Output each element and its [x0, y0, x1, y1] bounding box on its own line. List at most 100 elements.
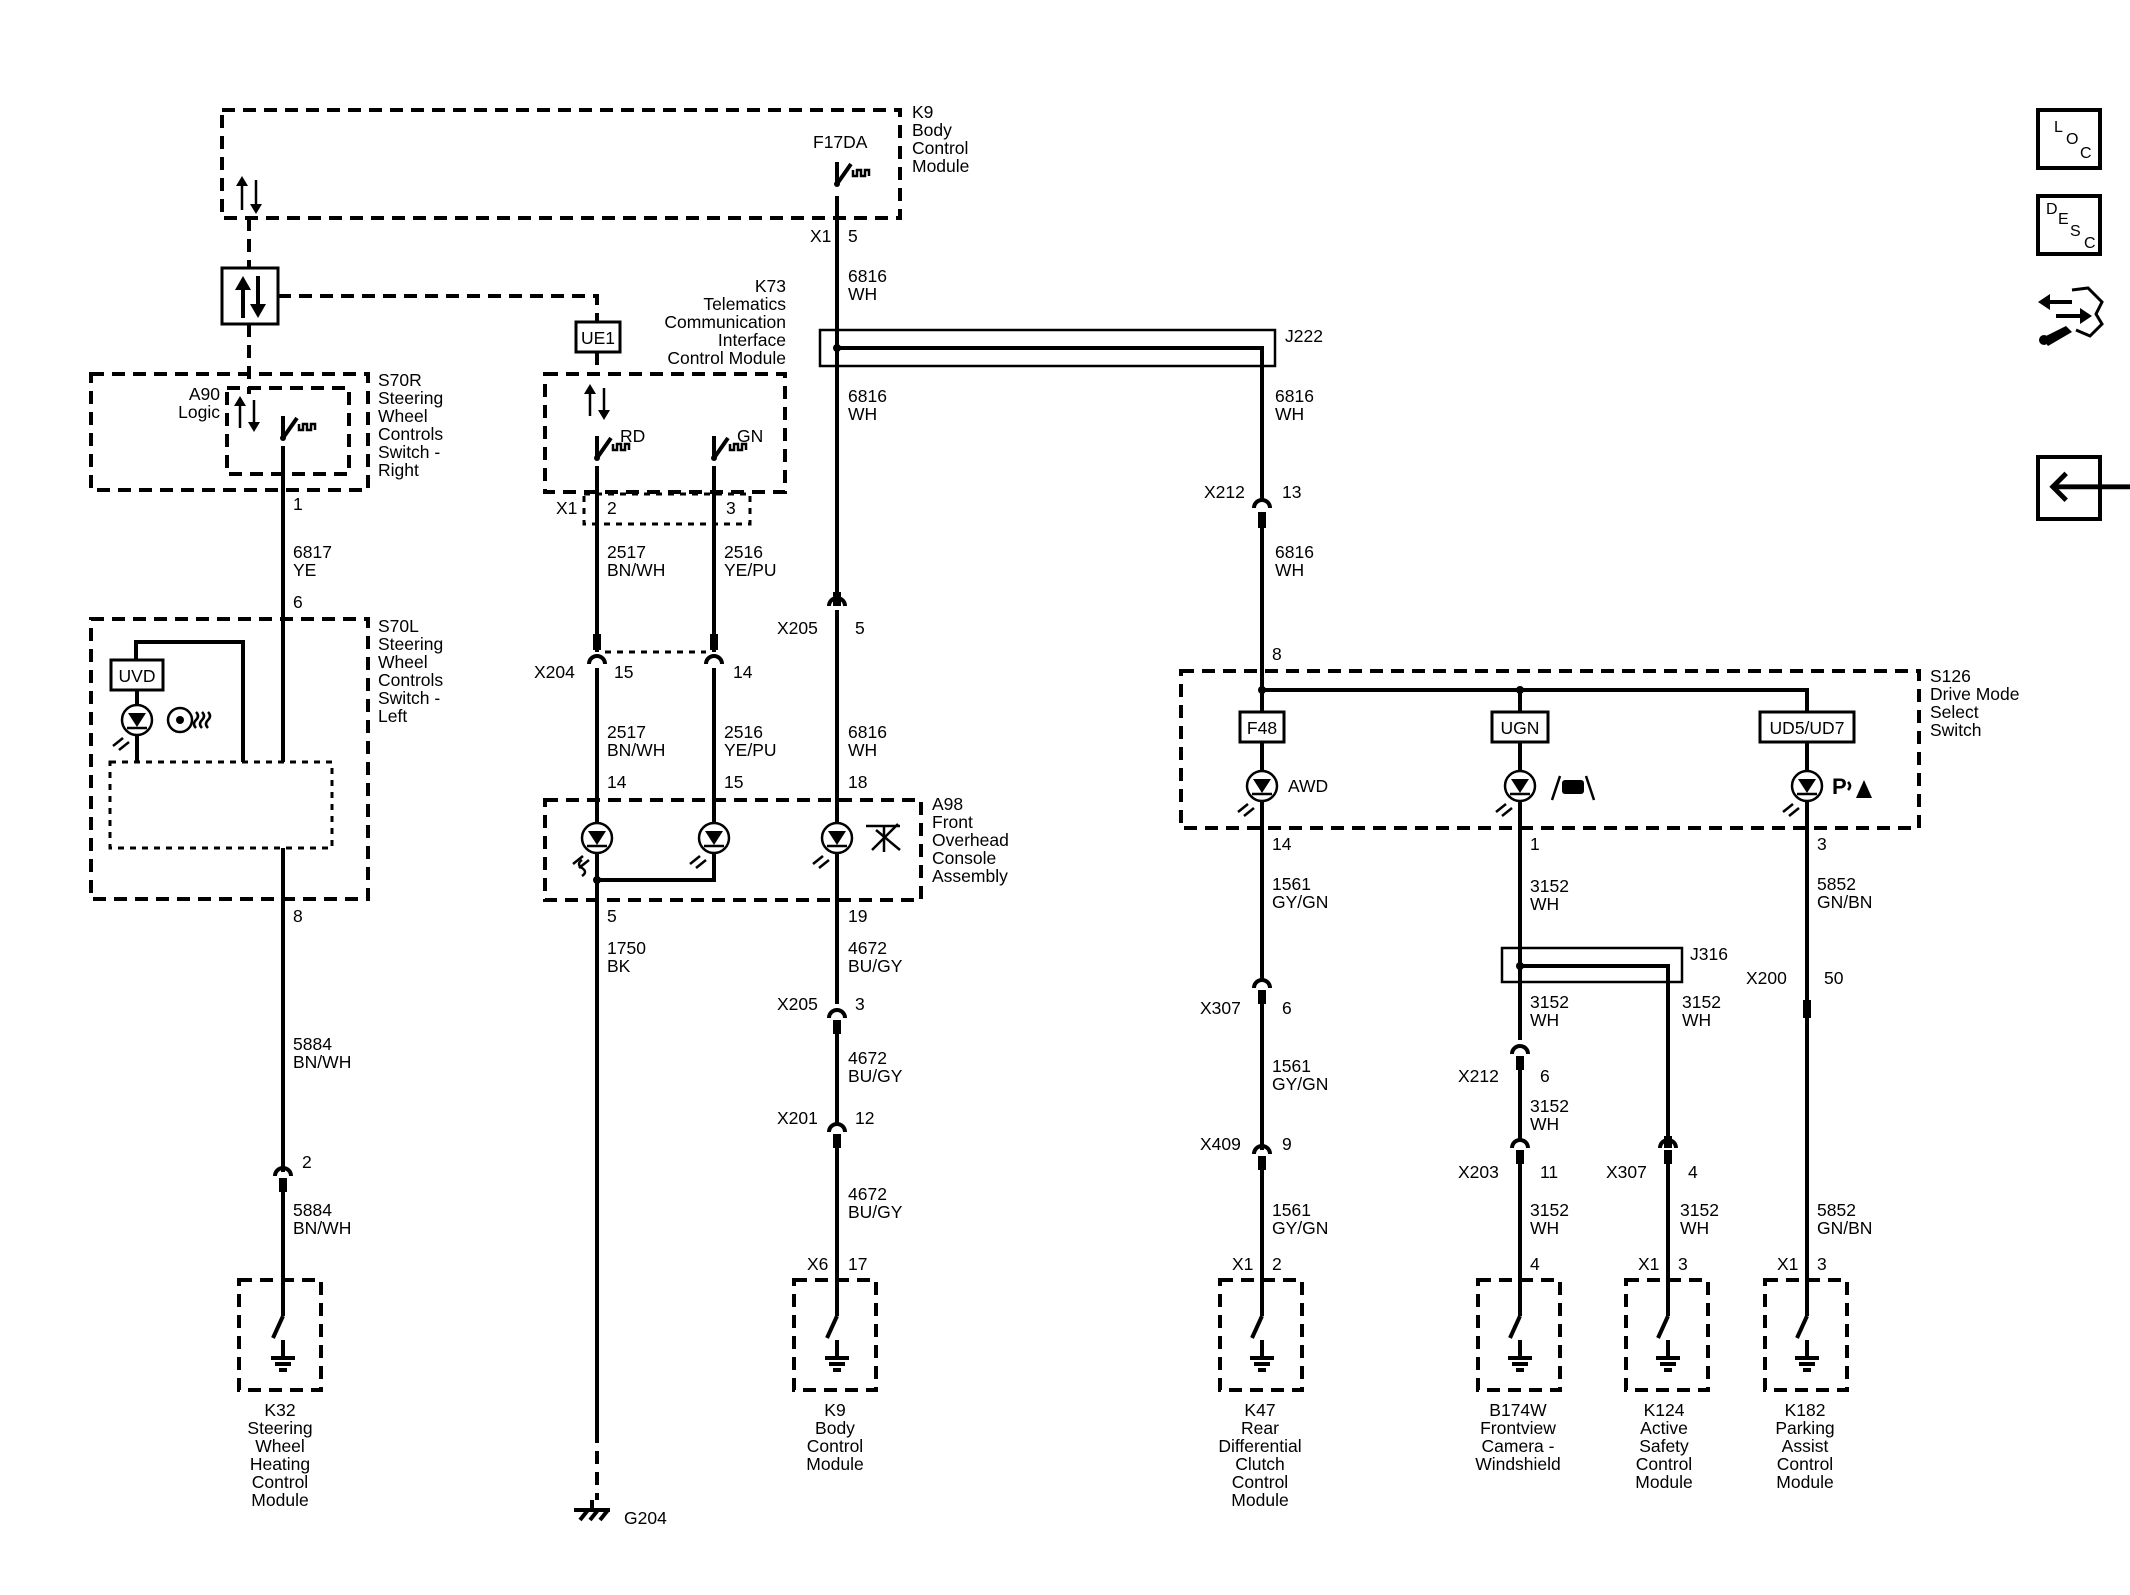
wire-3152-d-num: 3152 [1530, 1096, 1569, 1116]
j222-label: J222 [1285, 326, 1323, 346]
s70l-label-4: Controls [378, 670, 443, 690]
b174w-label-3: Camera - [1482, 1436, 1555, 1456]
x201-connector-icon [827, 1122, 847, 1150]
a98-module-box [543, 798, 923, 902]
k9-top-label-4: Module [912, 156, 969, 176]
s70l-logic-box [108, 760, 334, 850]
wire-3152-d-color: WH [1530, 1114, 1559, 1134]
ue1-text: UE1 [581, 328, 615, 348]
a98-label-2: Front [932, 812, 973, 832]
a98-led-c-icon [811, 821, 854, 870]
loc-letter-c: C [2080, 145, 2092, 162]
k124-ground-switch-icon [1654, 1296, 1682, 1372]
back-button[interactable]: 🡐 [2036, 455, 2130, 521]
k32-label-4: Heating [250, 1454, 310, 1474]
k182-label-4: Control [1777, 1454, 1833, 1474]
s70r-label-3: Wheel [378, 406, 428, 426]
wire-3152-a-color: WH [1530, 894, 1559, 914]
k124-x1: X1 [1638, 1254, 1659, 1274]
k47-label-6: Module [1231, 1490, 1288, 1510]
x200-connector-icon [1803, 1000, 1811, 1018]
desc-button[interactable]: D E S C [2036, 194, 2102, 256]
wire-5884-b-color: BN/WH [293, 1218, 351, 1238]
x307-left-pin: 6 [1282, 998, 1292, 1018]
loc-letter-l: L [2054, 119, 2063, 136]
wire-1750-num: 1750 [607, 938, 646, 958]
rd-label: RD [620, 426, 645, 446]
k182-x1: X1 [1777, 1254, 1798, 1274]
j222-splice [818, 328, 1277, 368]
k182-module-box [1763, 1278, 1849, 1392]
lane-car-icon [1550, 775, 1596, 801]
x205-bottom-label: X205 [777, 994, 818, 1014]
x212-bottom-label: X212 [1458, 1066, 1499, 1086]
k9-top-module-box [220, 108, 902, 220]
k47-label-1: K47 [1244, 1400, 1275, 1420]
x205-top-label: X205 [777, 618, 818, 638]
a90-label-2: Logic [178, 402, 220, 422]
uvd-text: UVD [119, 666, 156, 686]
wire-6817-color: YE [293, 560, 316, 580]
wire-2516-a-num: 2516 [724, 542, 763, 562]
back-arrow-icon: 🡐 [2046, 462, 2130, 511]
wire-5852-b-num: 5852 [1817, 1200, 1856, 1220]
s70l-pin-8: 8 [293, 906, 303, 926]
k124-pin: 3 [1678, 1254, 1688, 1274]
k9-bottom-label-2: Body [815, 1418, 855, 1438]
f17da-label: F17DA [813, 132, 868, 152]
s126-pin-1: 1 [1530, 834, 1540, 854]
wire-2517-a-num: 2517 [607, 542, 646, 562]
wire-6817-num: 6817 [293, 542, 332, 562]
wire-6816-b-color: WH [848, 404, 877, 424]
k32-label-6: Module [251, 1490, 308, 1510]
bidirectional-arrow-icon [236, 176, 262, 214]
ud5-led-icon [1781, 769, 1824, 818]
s126-label-3: Select [1930, 702, 1979, 722]
gn-label: GN [737, 426, 763, 446]
s126-label-2: Drive Mode [1930, 684, 2019, 704]
f48-tag [1238, 710, 1286, 744]
wire-3152-c-num: 3152 [1682, 992, 1721, 1012]
s126-pin-3: 3 [1817, 834, 1827, 854]
wire-1750-color: BK [607, 956, 631, 976]
k32-label-3: Wheel [255, 1436, 305, 1456]
s70r-label-1: S70R [378, 370, 422, 390]
k9-bottom-module-box [792, 1278, 878, 1392]
wire-6816-c-num: 6816 [848, 722, 887, 742]
k9-bottom-label-1: K9 [824, 1400, 845, 1420]
wire-2517-a-color: BN/WH [607, 560, 665, 580]
x203-connector-icon [1510, 1138, 1530, 1166]
b174w-ground-switch-icon [1506, 1296, 1534, 1372]
a98-label-4: Console [932, 848, 996, 868]
k124-label-4: Control [1636, 1454, 1692, 1474]
wire-2516-a-color: YE/PU [724, 560, 777, 580]
k47-label-5: Control [1232, 1472, 1288, 1492]
k182-pin: 3 [1817, 1254, 1827, 1274]
wire-5852-a-color: GN/BN [1817, 892, 1872, 912]
wire-3152-c-color: WH [1682, 1010, 1711, 1030]
g204-ground-icon [574, 1500, 610, 1522]
connector-repair-button[interactable] [2036, 280, 2106, 352]
k73-x1-connector [582, 492, 752, 526]
k9-pin-5: 5 [848, 226, 858, 246]
k47-label-3: Differential [1218, 1436, 1301, 1456]
k73-pin-2: 2 [607, 498, 617, 518]
desc-letter-d: D [2046, 201, 2058, 218]
k124-label-5: Module [1635, 1472, 1692, 1492]
b174w-label-4: Windshield [1475, 1454, 1561, 1474]
g204-label: G204 [624, 1508, 667, 1528]
k182-label-5: Module [1776, 1472, 1833, 1492]
x203-pin: 11 [1540, 1162, 1558, 1182]
s70r-pin-1: 1 [293, 494, 303, 514]
a98-pin-5: 5 [607, 906, 617, 926]
connector-repair-icon [2038, 286, 2104, 346]
x6-pin: 17 [848, 1254, 867, 1274]
k9-top-label-1: K9 [912, 102, 933, 122]
k47-module-box [1218, 1278, 1304, 1392]
loc-button[interactable]: L O C [2036, 108, 2102, 170]
wire-4672-b-color: BU/GY [848, 1066, 903, 1086]
k47-label-2: Rear [1241, 1418, 1279, 1438]
s70r-arrow-icon [234, 396, 260, 432]
s70l-label-6: Left [378, 706, 407, 726]
